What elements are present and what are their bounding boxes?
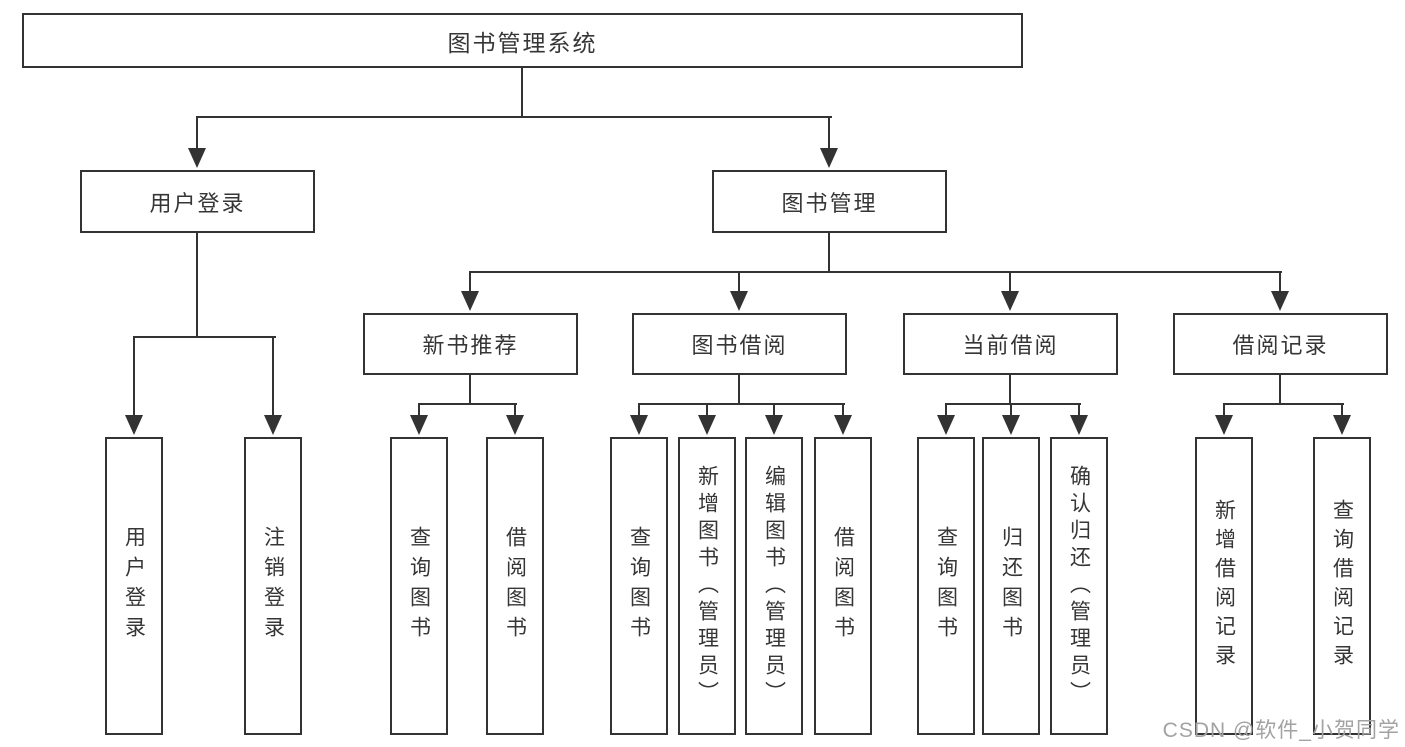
connector-line xyxy=(1078,405,1080,417)
csdn-watermark: CSDN @软件_小贺同学 xyxy=(1162,719,1400,742)
connector-line xyxy=(1279,272,1281,293)
arrow-down-icon xyxy=(1215,415,1233,435)
leaf-query-books-current: 查询图书 xyxy=(917,437,975,735)
arrow-down-icon xyxy=(1001,291,1019,311)
arrow-down-icon xyxy=(264,415,282,435)
connector-line xyxy=(1223,405,1225,417)
connector-line xyxy=(638,405,640,417)
connector-line xyxy=(469,272,471,293)
connector-line xyxy=(469,375,471,404)
node-root: 图书管理系统 xyxy=(22,13,1023,68)
leaf-query-borrow-record-label: 查询借阅记录 xyxy=(1330,499,1354,673)
node-book-borrowing: 图书借阅 xyxy=(632,313,847,375)
node-user-login: 用户登录 xyxy=(80,170,315,233)
leaf-add-borrow-record-label: 新增借阅记录 xyxy=(1212,499,1236,673)
leaf-edit-book-admin-label: 编辑图书（管理员） xyxy=(762,464,786,708)
node-root-label: 图书管理系统 xyxy=(447,29,598,56)
connector-line xyxy=(706,405,708,417)
connector-line xyxy=(1009,375,1011,404)
connector-line xyxy=(133,336,276,338)
leaf-add-book-admin: 新增图书（管理员） xyxy=(678,437,736,735)
connector-line xyxy=(1341,405,1343,417)
leaf-edit-book-admin: 编辑图书（管理员） xyxy=(745,437,803,735)
leaf-add-book-admin-label: 新增图书（管理员） xyxy=(695,464,719,708)
connector-line xyxy=(418,403,517,405)
leaf-query-books-recommend-label: 查询图书 xyxy=(407,526,431,646)
leaf-query-borrow-record: 查询借阅记录 xyxy=(1313,437,1371,735)
leaf-query-books-recommend: 查询图书 xyxy=(390,437,448,735)
connector-line xyxy=(521,68,523,117)
connector-line xyxy=(773,405,775,417)
node-user-login-label: 用户登录 xyxy=(149,190,246,216)
leaf-user-login: 用户登录 xyxy=(105,437,163,735)
connector-line xyxy=(945,405,947,417)
arrow-down-icon xyxy=(1333,415,1351,435)
connector-line xyxy=(1279,375,1281,404)
node-current-borrowing: 当前借阅 xyxy=(903,313,1118,375)
connector-line xyxy=(272,337,274,417)
node-borrow-records: 借阅记录 xyxy=(1173,313,1388,375)
leaf-return-books-label: 归还图书 xyxy=(999,526,1023,646)
connector-line xyxy=(738,272,740,293)
connector-line xyxy=(828,233,830,272)
arrow-down-icon xyxy=(1002,415,1020,435)
leaf-user-login-label: 用户登录 xyxy=(122,526,146,646)
leaf-query-books-borrowing-label: 查询图书 xyxy=(627,526,651,646)
arrow-down-icon xyxy=(1070,415,1088,435)
connector-line xyxy=(196,116,832,118)
arrow-down-icon xyxy=(820,148,838,168)
arrow-down-icon xyxy=(461,291,479,311)
leaf-query-books-current-label: 查询图书 xyxy=(934,526,958,646)
arrow-down-icon xyxy=(937,415,955,435)
leaf-borrow-books-recommend-label: 借阅图书 xyxy=(503,526,527,646)
connector-line xyxy=(514,405,516,417)
connector-line xyxy=(196,233,198,337)
leaf-logout: 注销登录 xyxy=(244,437,302,735)
node-book-management-label: 图书管理 xyxy=(781,190,878,216)
arrow-down-icon xyxy=(765,415,783,435)
node-new-book-recommend-label: 新书推荐 xyxy=(422,333,519,358)
connector-line xyxy=(1009,272,1011,293)
node-book-management: 图书管理 xyxy=(712,170,947,233)
connector-line xyxy=(828,117,830,150)
arrow-down-icon xyxy=(834,415,852,435)
arrow-down-icon xyxy=(410,415,428,435)
leaf-query-books-borrowing: 查询图书 xyxy=(610,437,668,735)
connector-line xyxy=(1223,403,1344,405)
arrow-down-icon xyxy=(125,415,143,435)
leaf-return-books: 归还图书 xyxy=(982,437,1040,735)
leaf-confirm-return-admin-label: 确认归还（管理员） xyxy=(1067,464,1091,708)
node-new-book-recommend: 新书推荐 xyxy=(363,313,578,375)
connector-line xyxy=(738,375,740,404)
connector-line xyxy=(469,271,1282,273)
node-current-borrowing-label: 当前借阅 xyxy=(962,333,1059,358)
connector-line xyxy=(133,337,135,417)
leaf-add-borrow-record: 新增借阅记录 xyxy=(1195,437,1253,735)
leaf-borrow-books-recommend: 借阅图书 xyxy=(486,437,544,735)
connector-line xyxy=(638,403,845,405)
arrow-down-icon xyxy=(506,415,524,435)
node-book-borrowing-label: 图书借阅 xyxy=(691,333,788,358)
arrow-down-icon xyxy=(1271,291,1289,311)
connector-line xyxy=(196,117,198,150)
arrow-down-icon xyxy=(698,415,716,435)
leaf-logout-label: 注销登录 xyxy=(261,526,285,646)
connector-line xyxy=(1010,405,1012,417)
leaf-borrow-books-label: 借阅图书 xyxy=(831,526,855,646)
leaf-borrow-books: 借阅图书 xyxy=(814,437,872,735)
connector-line xyxy=(842,405,844,417)
connector-line xyxy=(945,403,1081,405)
arrow-down-icon xyxy=(188,148,206,168)
arrow-down-icon xyxy=(730,291,748,311)
leaf-confirm-return-admin: 确认归还（管理员） xyxy=(1050,437,1108,735)
arrow-down-icon xyxy=(630,415,648,435)
node-borrow-records-label: 借阅记录 xyxy=(1232,333,1329,358)
connector-line xyxy=(418,405,420,417)
